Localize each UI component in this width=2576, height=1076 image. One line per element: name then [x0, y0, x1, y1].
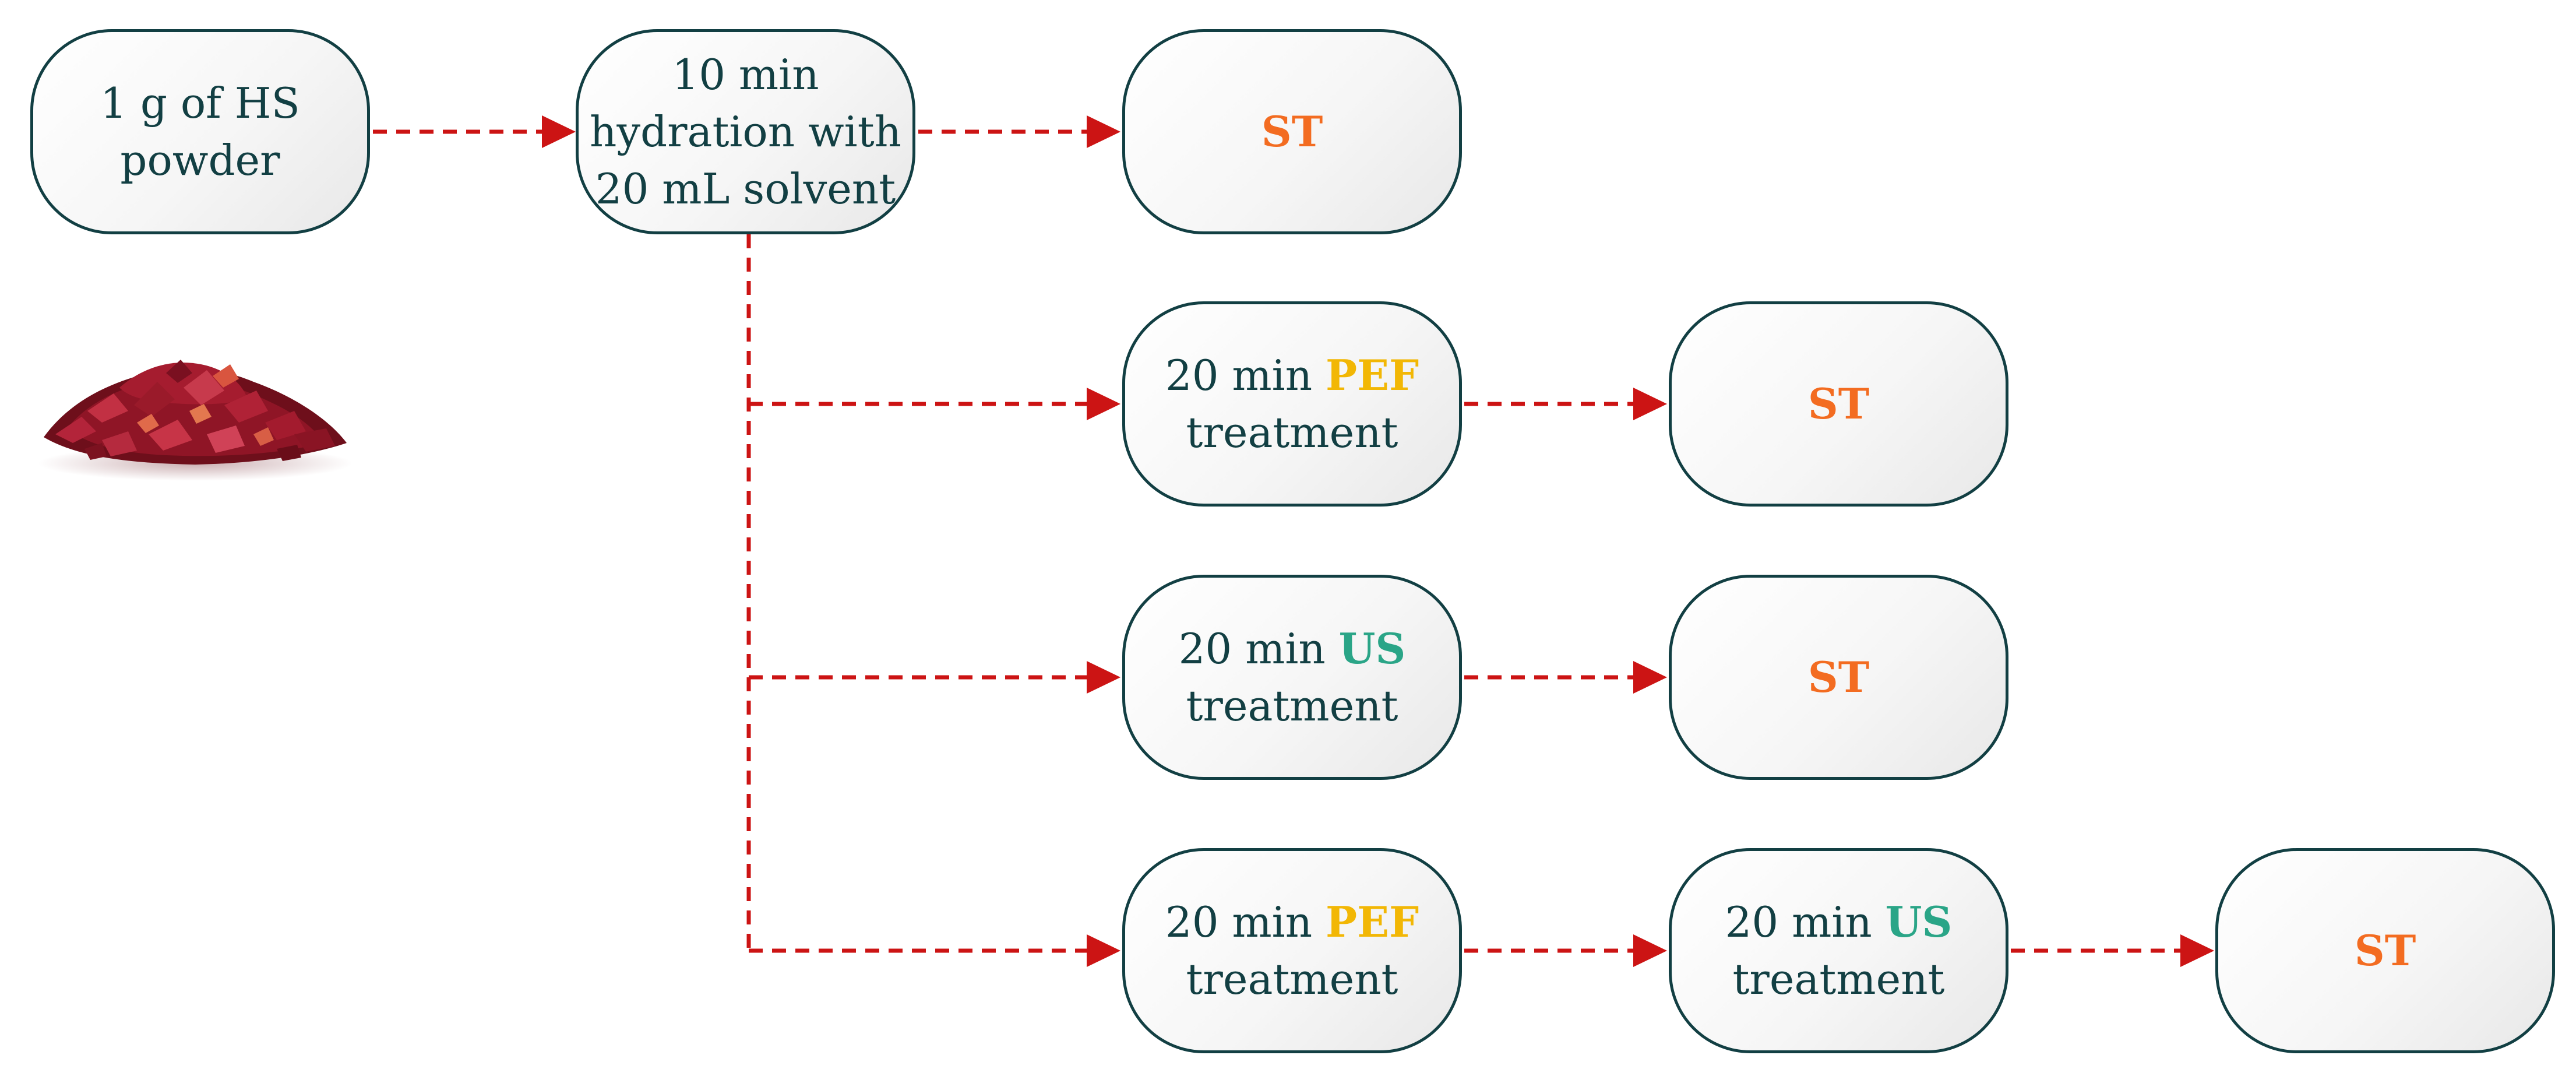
- node-st-direct: ST: [1122, 29, 1462, 234]
- node-combined-us-line1: 20 min US: [1725, 894, 1953, 951]
- arrowhead-hydration: [542, 115, 576, 148]
- node-st-after-us-label: ST: [1807, 652, 1870, 702]
- arrowhead-st-direct: [1087, 115, 1120, 148]
- node-hs-powder-line1: 1 g of HS: [100, 79, 300, 128]
- node-hydration-line2: hydration with: [589, 107, 901, 156]
- node-us-treatment: 20 min US treatment: [1122, 575, 1462, 780]
- node-st-after-us: ST: [1669, 575, 2008, 780]
- node-pef-treatment-prefix: 20 min: [1165, 351, 1326, 400]
- arrowhead-pef: [1087, 388, 1120, 420]
- node-us-treatment-suffix: treatment: [1186, 681, 1398, 730]
- node-hs-powder-line2: powder: [120, 136, 280, 185]
- node-st-direct-label: ST: [1261, 107, 1323, 156]
- node-hydration-line3: 20 mL solvent: [595, 164, 896, 213]
- node-hs-powder: 1 g of HS powder: [30, 29, 370, 234]
- node-us-treatment-method: US: [1338, 624, 1406, 673]
- node-combined-us-method: US: [1885, 897, 1953, 947]
- node-combined-us-prefix: 20 min: [1725, 898, 1886, 947]
- node-us-treatment-prefix: 20 min: [1178, 624, 1339, 673]
- node-st-after-pef-label: ST: [1807, 379, 1870, 428]
- node-pef-treatment-line1: 20 min PEF: [1165, 347, 1419, 404]
- node-hydration: 10 min hydration with 20 mL solvent: [576, 29, 915, 234]
- node-combined-us-suffix: treatment: [1732, 955, 1945, 1004]
- node-combined-pef-suffix: treatment: [1186, 955, 1398, 1004]
- arrowhead-combined-us: [1633, 934, 1667, 967]
- arrowhead-st-after-us: [1633, 661, 1667, 694]
- node-st-after-combined-label: ST: [2354, 926, 2416, 975]
- node-pef-treatment-method: PEF: [1325, 350, 1419, 400]
- node-st-after-combined: ST: [2215, 848, 2555, 1053]
- node-pef-treatment-suffix: treatment: [1186, 408, 1398, 457]
- node-combined-pef-line1: 20 min PEF: [1165, 894, 1419, 951]
- node-combined-pef-method: PEF: [1325, 897, 1419, 947]
- dried-hibiscus-image: [38, 360, 353, 481]
- node-us-treatment-line1: 20 min US: [1179, 620, 1406, 677]
- arrowhead-st-after-combined: [2180, 934, 2214, 967]
- arrowhead-combined-pef: [1087, 934, 1120, 967]
- arrowhead-us: [1087, 661, 1120, 694]
- node-combined-pef-treatment: 20 min PEF treatment: [1122, 848, 1462, 1053]
- arrowhead-st-after-pef: [1633, 388, 1667, 420]
- node-hydration-line1: 10 min: [672, 50, 819, 99]
- node-combined-us-treatment: 20 min US treatment: [1669, 848, 2008, 1053]
- node-st-after-pef: ST: [1669, 301, 2008, 507]
- node-combined-pef-prefix: 20 min: [1165, 898, 1326, 947]
- node-pef-treatment: 20 min PEF treatment: [1122, 301, 1462, 507]
